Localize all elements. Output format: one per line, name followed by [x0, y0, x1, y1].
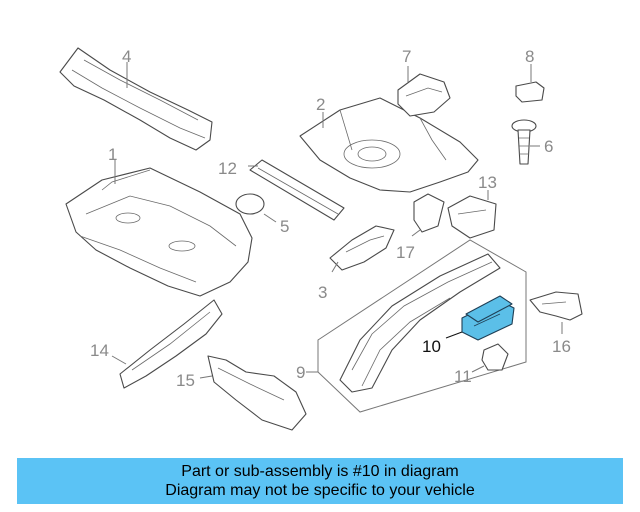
part-5	[235, 193, 277, 223]
part-17	[411, 193, 445, 237]
callout-2: 2	[316, 95, 325, 114]
banner-line-1: Part or sub-assembly is #10 in diagram	[181, 463, 459, 480]
banner-line-2: Diagram may not be specific to your vehi…	[165, 482, 475, 499]
callout-14: 14	[90, 341, 109, 360]
callout-15: 15	[176, 371, 195, 390]
callout-5: 5	[280, 217, 289, 236]
part-13	[447, 190, 497, 239]
part-9-group	[306, 239, 527, 413]
part-14	[111, 299, 223, 389]
callout-4: 4	[122, 47, 131, 66]
callout-7: 7	[402, 47, 411, 66]
callout-16: 16	[552, 337, 571, 356]
callout-9: 9	[296, 363, 305, 382]
callout-12: 12	[218, 159, 237, 178]
info-banner: Part or sub-assembly is #10 in diagram D…	[17, 458, 623, 504]
callout-8: 8	[525, 47, 534, 66]
part-12	[248, 159, 345, 221]
part-1	[65, 160, 253, 297]
part-10	[445, 295, 515, 341]
part-7	[397, 66, 451, 117]
part-2	[299, 97, 479, 193]
callout-3: 3	[318, 283, 327, 302]
part-6	[511, 119, 540, 165]
parts-diagram: 1 2 3 4 5 6 7 8 9 10 11 12 13 14 15 16 1…	[59, 47, 583, 431]
callout-6: 6	[544, 137, 553, 156]
callout-17: 17	[396, 243, 415, 262]
callout-10: 10	[422, 337, 441, 356]
callout-13: 13	[478, 173, 497, 192]
part-11	[471, 343, 509, 373]
part-3	[329, 225, 395, 273]
callout-1: 1	[108, 145, 117, 164]
part-4	[59, 47, 213, 151]
part-16	[529, 291, 583, 334]
part-8	[515, 64, 545, 103]
callout-11: 11	[454, 367, 472, 386]
part-15	[199, 355, 307, 431]
